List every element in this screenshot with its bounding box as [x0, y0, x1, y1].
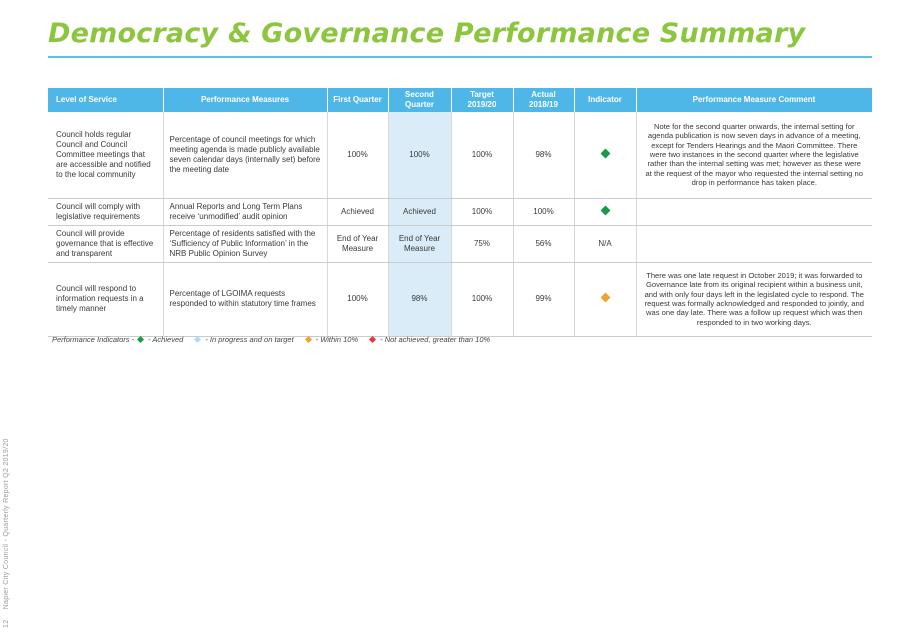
- header-target: Target 2019/20: [451, 88, 514, 112]
- legend-item-within-10: - Within 10%: [302, 335, 358, 344]
- performance-table: Level of Service Performance Measures Fi…: [48, 88, 873, 337]
- cell-target: 100%: [451, 262, 514, 337]
- header-comment: Performance Measure Comment: [636, 88, 873, 112]
- table-row: Council will provide governance that is …: [48, 225, 872, 263]
- table-row: Council holds regular Council and Counci…: [48, 112, 872, 199]
- cell-performance-measure: Percentage of residents satisfied with t…: [163, 225, 328, 263]
- achieved-diamond-icon: [600, 148, 610, 159]
- cell-second-quarter: 98%: [388, 262, 452, 337]
- cell-second-quarter: End of Year Measure: [388, 225, 452, 263]
- achieved-diamond-icon: [137, 335, 145, 344]
- legend-prefix: Performance Indicators -: [52, 335, 135, 344]
- cell-first-quarter: 100%: [327, 262, 389, 337]
- table-row: Council will comply with legislative req…: [48, 198, 872, 226]
- header-first-quarter: First Quarter: [327, 88, 389, 112]
- header-level-of-service: Level of Service: [48, 88, 164, 112]
- table-header-row: Level of Service Performance Measures Fi…: [48, 88, 873, 112]
- cell-first-quarter: Achieved: [327, 198, 389, 226]
- page-number: 12: [3, 619, 10, 628]
- cell-actual: 99%: [513, 262, 575, 337]
- header-indicator: Indicator: [574, 88, 637, 112]
- cell-target: 100%: [451, 112, 514, 199]
- table-row: Council will respond to information requ…: [48, 262, 872, 337]
- header-second-quarter: Second Quarter: [388, 88, 452, 112]
- footer-text: Napier City Council - Quarterly Report Q…: [3, 438, 10, 610]
- cell-target: 100%: [451, 198, 514, 226]
- cell-level-of-service: Council holds regular Council and Counci…: [48, 112, 164, 199]
- in-progress-diamond-icon: [194, 335, 202, 344]
- legend-label-achieved: - Achieved: [148, 335, 184, 344]
- legend-item-in-progress: - In progress and on target: [191, 335, 294, 344]
- cell-level-of-service: Council will respond to information requ…: [48, 262, 164, 337]
- cell-second-quarter: Achieved: [388, 198, 452, 226]
- cell-comment: [636, 225, 872, 263]
- cell-target: 75%: [451, 225, 514, 263]
- cell-first-quarter: End of Year Measure: [327, 225, 389, 263]
- title-rule: [48, 56, 872, 58]
- not-achieved-diamond-icon: [369, 335, 377, 344]
- within-10-diamond-icon: [600, 292, 610, 303]
- cell-actual: 100%: [513, 198, 575, 226]
- legend-item-achieved: - Achieved: [134, 335, 183, 344]
- achieved-diamond-icon: [600, 205, 610, 215]
- page-title: Democracy & Governance Performance Summa…: [48, 18, 806, 49]
- header-actual: Actual 2018/19: [513, 88, 575, 112]
- legend-label-in-progress: - In progress and on target: [205, 335, 294, 344]
- performance-legend: Performance Indicators - - Achieved - In…: [52, 335, 498, 344]
- within-10-diamond-icon: [304, 335, 312, 344]
- header-performance-measures: Performance Measures: [163, 88, 328, 112]
- cell-indicator: N/A: [574, 225, 637, 263]
- cell-comment: [636, 198, 872, 226]
- cell-indicator: [574, 198, 637, 226]
- cell-performance-measure: Percentage of council meetings for which…: [163, 112, 328, 199]
- cell-indicator: [574, 262, 637, 337]
- cell-actual: 98%: [513, 112, 575, 199]
- cell-comment: Note for the second quarter onwards, the…: [636, 112, 872, 199]
- cell-level-of-service: Council will provide governance that is …: [48, 225, 164, 263]
- cell-performance-measure: Percentage of LGOIMA requests responded …: [163, 262, 328, 337]
- legend-label-not-achieved: - Not achieved, greater than 10%: [380, 335, 491, 344]
- cell-performance-measure: Annual Reports and Long Term Plans recei…: [163, 198, 328, 226]
- cell-second-quarter: 100%: [388, 112, 452, 199]
- legend-label-within-10: - Within 10%: [315, 335, 359, 344]
- page-footer: 12 Napier City Council - Quarterly Repor…: [3, 438, 10, 628]
- cell-comment: There was one late request in October 20…: [636, 262, 872, 337]
- cell-first-quarter: 100%: [327, 112, 389, 199]
- cell-indicator: [574, 112, 637, 199]
- cell-actual: 56%: [513, 225, 575, 263]
- legend-item-not-achieved: - Not achieved, greater than 10%: [366, 335, 490, 344]
- cell-level-of-service: Council will comply with legislative req…: [48, 198, 164, 226]
